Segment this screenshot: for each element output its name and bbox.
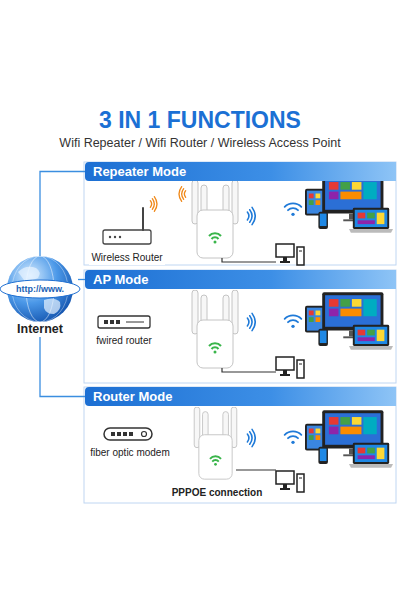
subtitle-text: Wifi Repeater / Wifi Router / Wireless A… [59, 136, 340, 150]
ethernet-cable [236, 469, 276, 470]
connector-line [40, 337, 85, 397]
mode-band: Repeater Mode [85, 162, 396, 181]
wifi-arcs [247, 429, 255, 446]
fiber-modem-icon [111, 432, 115, 436]
wired-router-icon [98, 316, 150, 328]
wired-router-icon [126, 322, 144, 323]
device-label-box: Wireless Router [89, 251, 164, 265]
client-devices [305, 175, 393, 467]
wireless-router-icon [103, 230, 151, 244]
desktop-pc [276, 471, 304, 492]
wifi-symbol [285, 431, 302, 444]
fiber-modem-icon [142, 432, 147, 437]
wifi-arcs [247, 207, 255, 224]
globe-icon [12, 256, 68, 322]
wifi-symbol [285, 203, 302, 444]
wired-router-icon [116, 320, 120, 324]
client-devices [305, 292, 393, 349]
globe-face: http://www. [2, 256, 78, 322]
connector-line [78, 279, 85, 280]
section-frame [84, 387, 396, 503]
url-text: http://www. [14, 284, 66, 294]
repeater-device [192, 180, 238, 479]
internet-globe: http://www. Internet [2, 256, 78, 337]
device-label-box: fwired router [94, 334, 154, 348]
device-label-box: fiber optic modem [88, 446, 171, 460]
desktop-pc [276, 357, 304, 378]
mode-title: Repeater Mode [93, 164, 388, 179]
globe-icon [0, 256, 80, 322]
desktop-pc [276, 244, 304, 265]
wired-router-icon [98, 316, 150, 328]
client-devices [305, 175, 393, 232]
device-label: Wireless Router [91, 252, 162, 264]
wifi-symbol [285, 203, 302, 216]
mode-band: Router Mode [85, 387, 396, 406]
wireless-router-icon [109, 236, 111, 238]
fiber-modem-icon [129, 432, 133, 436]
wireless-router-icon [142, 208, 144, 230]
wired-router-icon [110, 320, 114, 324]
wireless-router-icon [119, 236, 121, 238]
mode-title: AP Mode [93, 272, 388, 287]
repeater-device [192, 290, 238, 368]
fiber-modem-icon [123, 432, 127, 436]
ethernet-cable [222, 258, 276, 262]
fiber-modem-icon [117, 432, 121, 436]
section-frame [84, 162, 396, 503]
fiber-modem-icon [104, 428, 152, 440]
wireless-router-icon [150, 197, 157, 212]
repeater-device [194, 407, 237, 479]
wifi-symbol [285, 315, 302, 328]
device-label: fwired router [96, 335, 152, 347]
fiber-modem-icon [104, 428, 152, 440]
mode-band: AP Mode [85, 270, 396, 289]
globe-icon [18, 267, 40, 281]
section-frame [84, 162, 396, 265]
client-devices [305, 410, 393, 467]
globe-icon [7, 256, 73, 322]
ethernet-cable [222, 258, 276, 470]
title-text: 3 IN 1 FUNCTIONS [99, 107, 301, 133]
ethernet-cable [222, 368, 276, 372]
note-label: PPPOE connection [172, 487, 263, 498]
wifi-arcs [179, 187, 255, 447]
repeater-device [192, 180, 238, 258]
wireless-router-icon [103, 197, 157, 244]
wireless-router-icon [114, 236, 116, 238]
wifi-arcs [247, 313, 255, 330]
wired-router-icon [104, 320, 108, 324]
mode-title: Router Mode [93, 389, 388, 404]
globe-icon [44, 298, 60, 314]
wifi-arcs [179, 187, 186, 202]
connector-line [40, 172, 85, 257]
globe-icon [0, 280, 80, 298]
section-frame [84, 270, 396, 383]
node-label: Internet [17, 322, 63, 337]
device-label: fiber optic modem [90, 447, 169, 459]
